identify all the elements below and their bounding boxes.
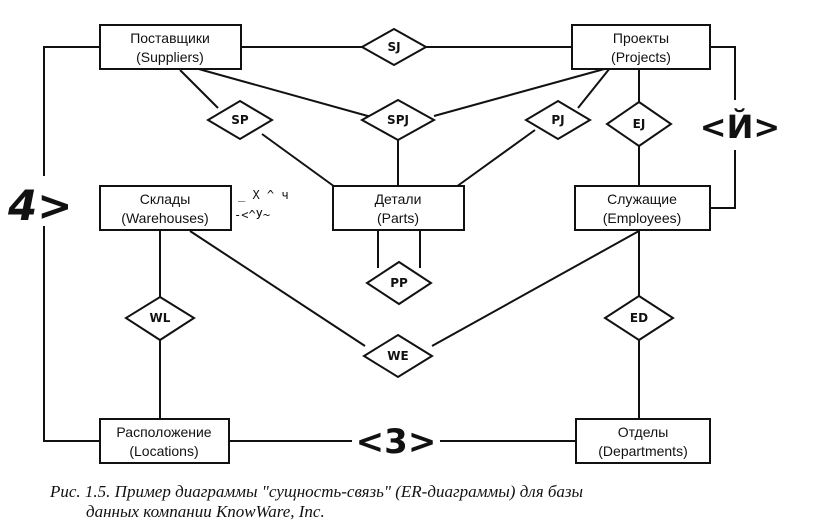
relationship-ed: ED [603,294,675,342]
relationship-sp: SP [206,99,274,141]
entity-projects: Проекты (Projects) [571,24,711,70]
entity-locations: Расположение (Locations) [99,418,230,464]
entity-label: Служащие [607,191,677,207]
entity-sublabel: (Departments) [598,443,687,459]
annotation-left: 4> [7,181,72,230]
note-line2: -<^У~ [234,208,270,222]
relationship-sj: SJ [359,27,429,67]
entity-warehouses: Склады (Warehouses) [99,185,232,231]
relationship-we: WE [362,333,434,379]
relationship-label: ED [630,311,648,325]
relationship-wl: WL [124,295,196,342]
caption-line1: Рис. 1.5. Пример диаграммы "сущность-свя… [50,482,584,501]
figure-caption: Рис. 1.5. Пример диаграммы "сущность-свя… [50,482,810,522]
entity-sublabel: (Locations) [129,443,198,459]
er-diagram: Поставщики (Suppliers) Проекты (Projects… [6,24,780,464]
caption-line2: данных компании KnowWare, Inc. [86,502,325,521]
entity-sublabel: (Projects) [611,49,671,65]
relationship-label: SJ [387,40,400,54]
relationship-label: EJ [633,117,646,131]
relationship-spj: SPJ [359,98,437,142]
entity-employees: Служащие (Employees) [574,185,711,231]
relationship-label: SP [231,113,249,127]
entity-label: Поставщики [130,30,210,46]
entity-sublabel: (Employees) [603,210,682,226]
entity-label: Расположение [116,424,211,440]
entity-label: Проекты [613,30,669,46]
entity-sublabel: (Warehouses) [121,210,208,226]
entity-sublabel: (Suppliers) [136,49,204,65]
entity-suppliers: Поставщики (Suppliers) [99,24,242,70]
annotation-right: <Й> [700,108,780,146]
relationship-pj: PJ [524,99,592,141]
connectors [43,46,736,442]
relationship-ej: EJ [605,100,673,148]
entity-departments: Отделы (Departments) [575,418,711,464]
relationship-label: WE [387,349,408,363]
relationship-label: PP [390,276,408,290]
entity-label: Отделы [618,424,669,440]
entity-label: Детали [375,191,422,207]
entity-label: Склады [140,191,191,207]
entity-sublabel: (Parts) [377,210,419,226]
relationship-label: WL [150,311,171,325]
entity-parts: Детали (Parts) [332,185,465,231]
annotation-bottom: <3> [356,422,437,462]
note-line1: _ X ^ ч [238,188,289,202]
relationship-pp: PP [365,260,433,306]
relationship-label: PJ [551,113,564,127]
relationship-label: SPJ [387,113,409,127]
